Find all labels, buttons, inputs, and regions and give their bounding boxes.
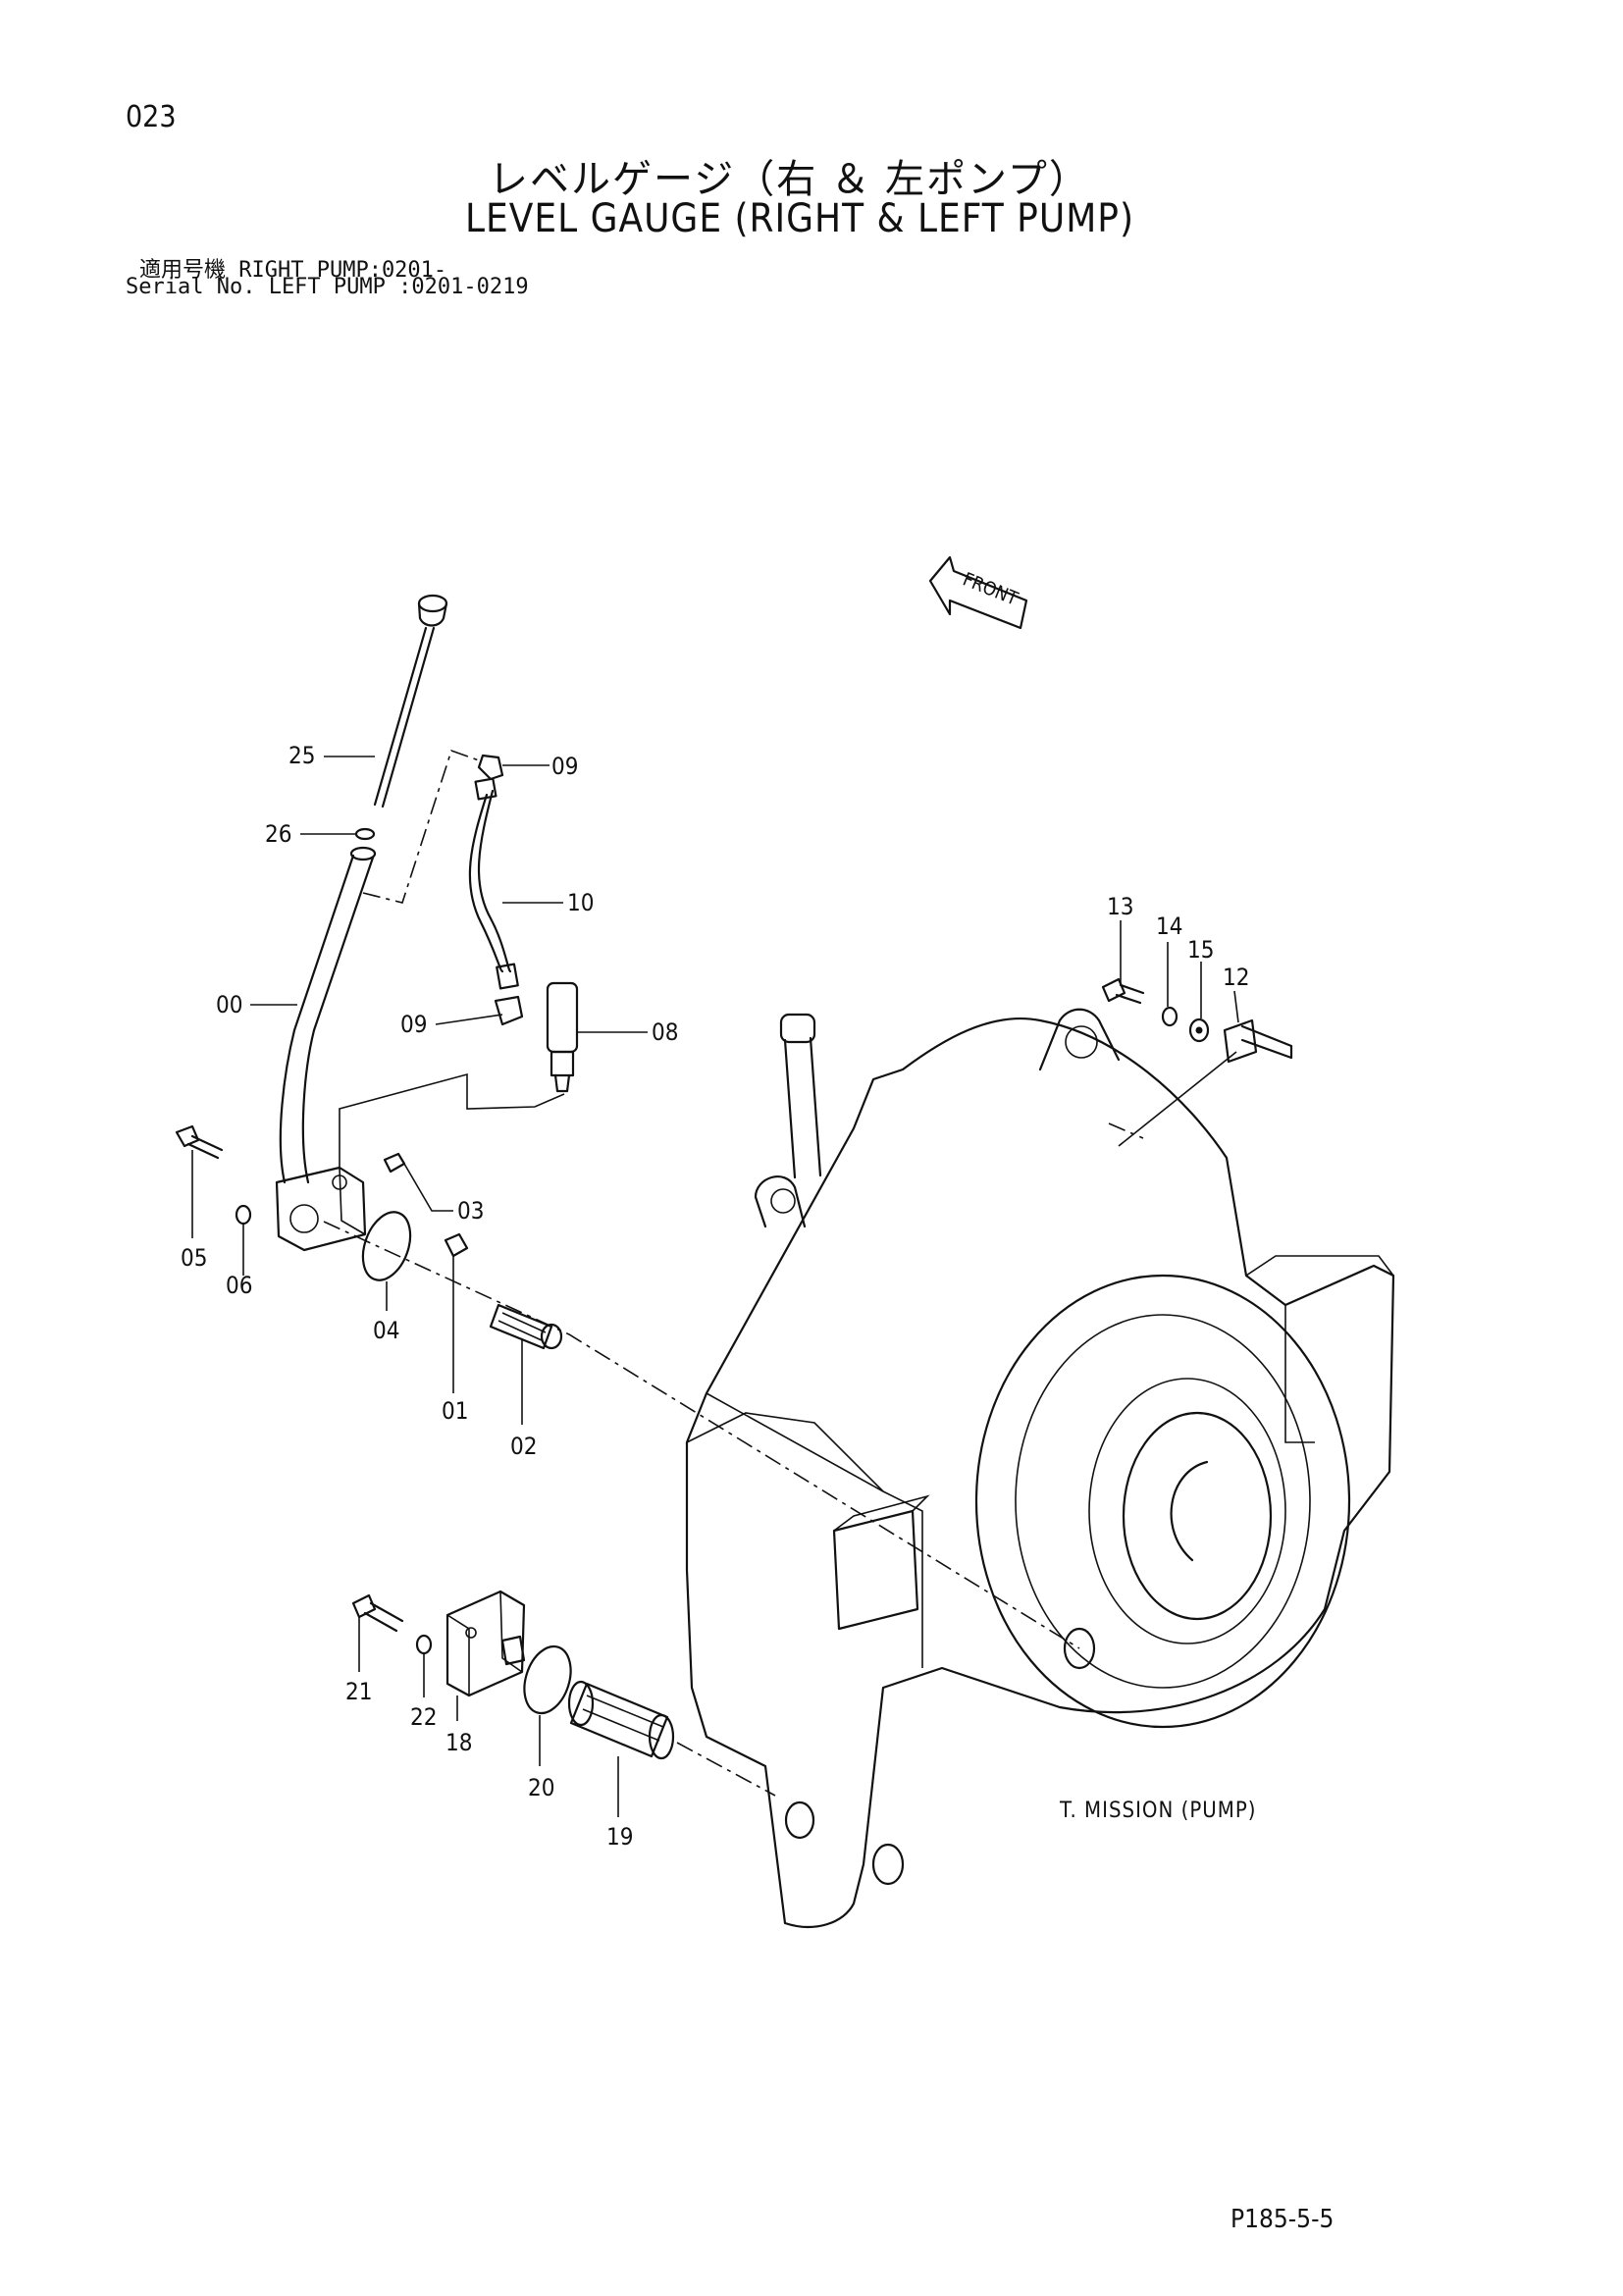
callout-06: 06 [226, 1272, 252, 1299]
callout-25: 25 [288, 742, 315, 769]
callout-22: 22 [410, 1703, 437, 1731]
callout-03: 03 [457, 1197, 484, 1225]
front-label: FRONT [960, 568, 1021, 609]
callout-20: 20 [528, 1774, 554, 1801]
callout-19: 19 [606, 1823, 633, 1851]
dipstick-knob-icon [417, 594, 448, 627]
callout-02: 02 [510, 1433, 537, 1460]
callout-13: 13 [1107, 893, 1133, 920]
assembly-label: T. MISSION (PUMP) [1059, 1799, 1256, 1823]
page-number: 023 [126, 100, 177, 134]
callout-26: 26 [265, 820, 291, 848]
bolt-13-icon [1101, 977, 1145, 1005]
lower-left-parts [351, 1590, 776, 1797]
callout-leaders [191, 756, 1239, 1817]
callout-10: 10 [567, 889, 594, 916]
callout-08: 08 [652, 1018, 678, 1046]
callout-18: 18 [445, 1729, 472, 1756]
filter-19-icon [567, 1680, 675, 1760]
title-japanese: レベルゲージ（右 ＆ 左ポンプ） [489, 157, 1090, 202]
title-english: LEVEL GAUGE (RIGHT & LEFT PUMP) [465, 196, 1134, 241]
callout-12: 12 [1223, 964, 1249, 991]
bolt-21-icon [351, 1593, 404, 1633]
callout-numbers: 25 26 09 10 00 09 08 03 05 06 04 01 02 1… [181, 742, 1249, 1851]
callout-14: 14 [1156, 913, 1182, 940]
front-arrow-icon: FRONT [928, 555, 1028, 630]
callout-00: 00 [216, 991, 242, 1018]
callout-09-upper: 09 [551, 753, 578, 780]
upper-right-parts [1101, 977, 1293, 1147]
serial-applicability-line: 適用号機 RIGHT PUMP:0201- [139, 258, 447, 283]
filter-02-icon [489, 1303, 563, 1350]
callout-05: 05 [181, 1244, 207, 1272]
callout-04: 04 [373, 1317, 399, 1344]
bolt-05-icon [175, 1124, 224, 1160]
document-code: P185-5-5 [1230, 2205, 1335, 2234]
callout-01: 01 [442, 1397, 468, 1425]
serial-number-line: Serial No. LEFT PUMP :0201-0219 [126, 275, 529, 299]
transmission-housing [685, 1008, 1395, 1928]
callout-21: 21 [345, 1678, 372, 1705]
callout-15: 15 [1187, 936, 1214, 964]
callout-09-lower: 09 [400, 1011, 427, 1038]
level-gauge-assembly [175, 594, 1080, 1649]
